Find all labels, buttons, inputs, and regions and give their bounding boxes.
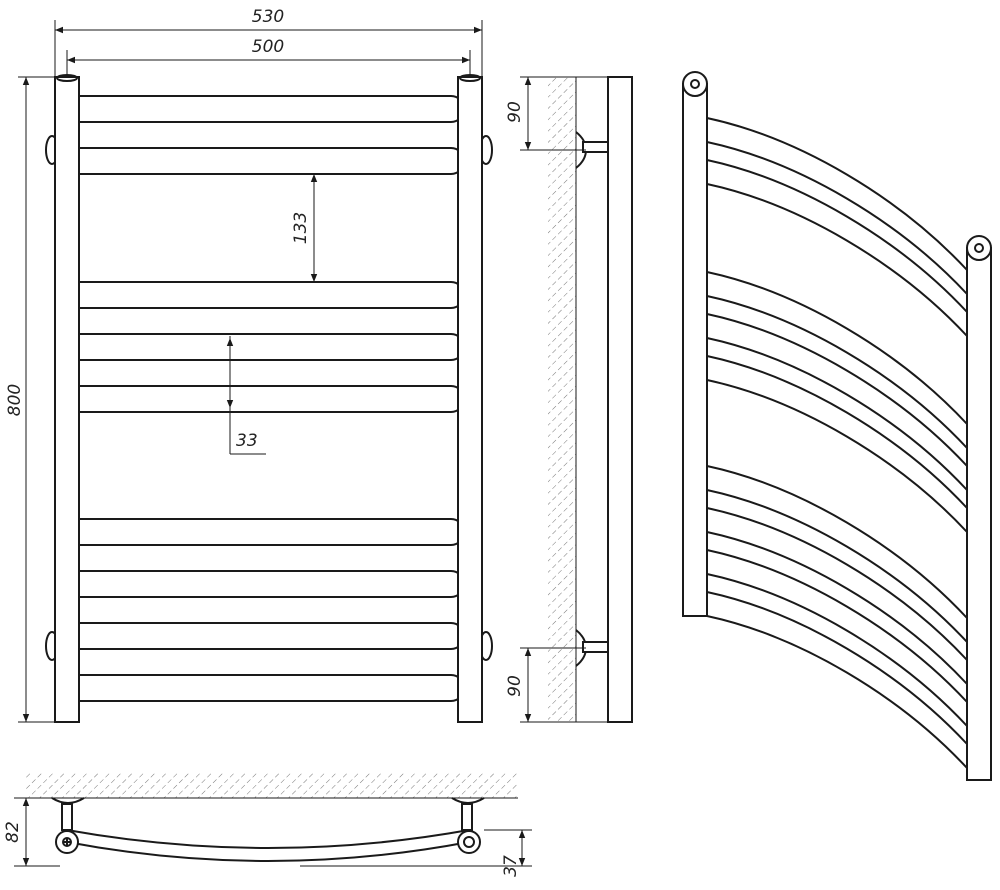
persp-left-post — [682, 83, 708, 617]
rail — [63, 147, 465, 175]
persp-rail — [694, 158, 968, 339]
dim-axis-width: 500 — [252, 37, 284, 57]
front-rails — [63, 95, 465, 702]
dim-curve-depth: 37 — [501, 855, 521, 877]
persp-rail — [694, 506, 968, 687]
front-view: 530 500 800 133 33 — [5, 7, 493, 723]
persp-rail — [694, 354, 968, 535]
top-wall-hatch — [26, 772, 518, 798]
dim-bottom-mount: 90 — [505, 675, 525, 697]
top-curved-rail — [66, 841, 470, 862]
top-view: 82 37 — [3, 772, 532, 877]
rail — [63, 570, 465, 598]
perspective-rails — [694, 116, 968, 771]
rail — [63, 518, 465, 546]
dim-rail-pitch: 133 — [291, 212, 311, 244]
rail — [63, 622, 465, 650]
left-post — [54, 76, 80, 723]
side-view: 90 90 — [505, 76, 633, 723]
rail — [63, 95, 465, 123]
persp-rail — [694, 270, 968, 451]
persp-rail — [694, 590, 968, 771]
persp-rail — [694, 548, 968, 729]
wall-hatch — [548, 77, 576, 722]
dim-wall-depth: 82 — [3, 821, 23, 843]
rail — [63, 385, 465, 413]
persp-right-post — [966, 247, 992, 781]
right-post — [457, 76, 483, 723]
dim-total-width: 530 — [252, 7, 284, 27]
rail — [63, 674, 465, 702]
persp-rail — [694, 312, 968, 493]
dim-top-mount: 90 — [505, 101, 525, 123]
perspective-view — [682, 71, 992, 781]
dim-rail-diameter: 33 — [236, 431, 258, 451]
rail — [63, 333, 465, 361]
persp-rail — [694, 116, 968, 297]
side-post — [607, 76, 633, 723]
rail — [63, 281, 465, 309]
dim-height: 800 — [5, 384, 25, 416]
